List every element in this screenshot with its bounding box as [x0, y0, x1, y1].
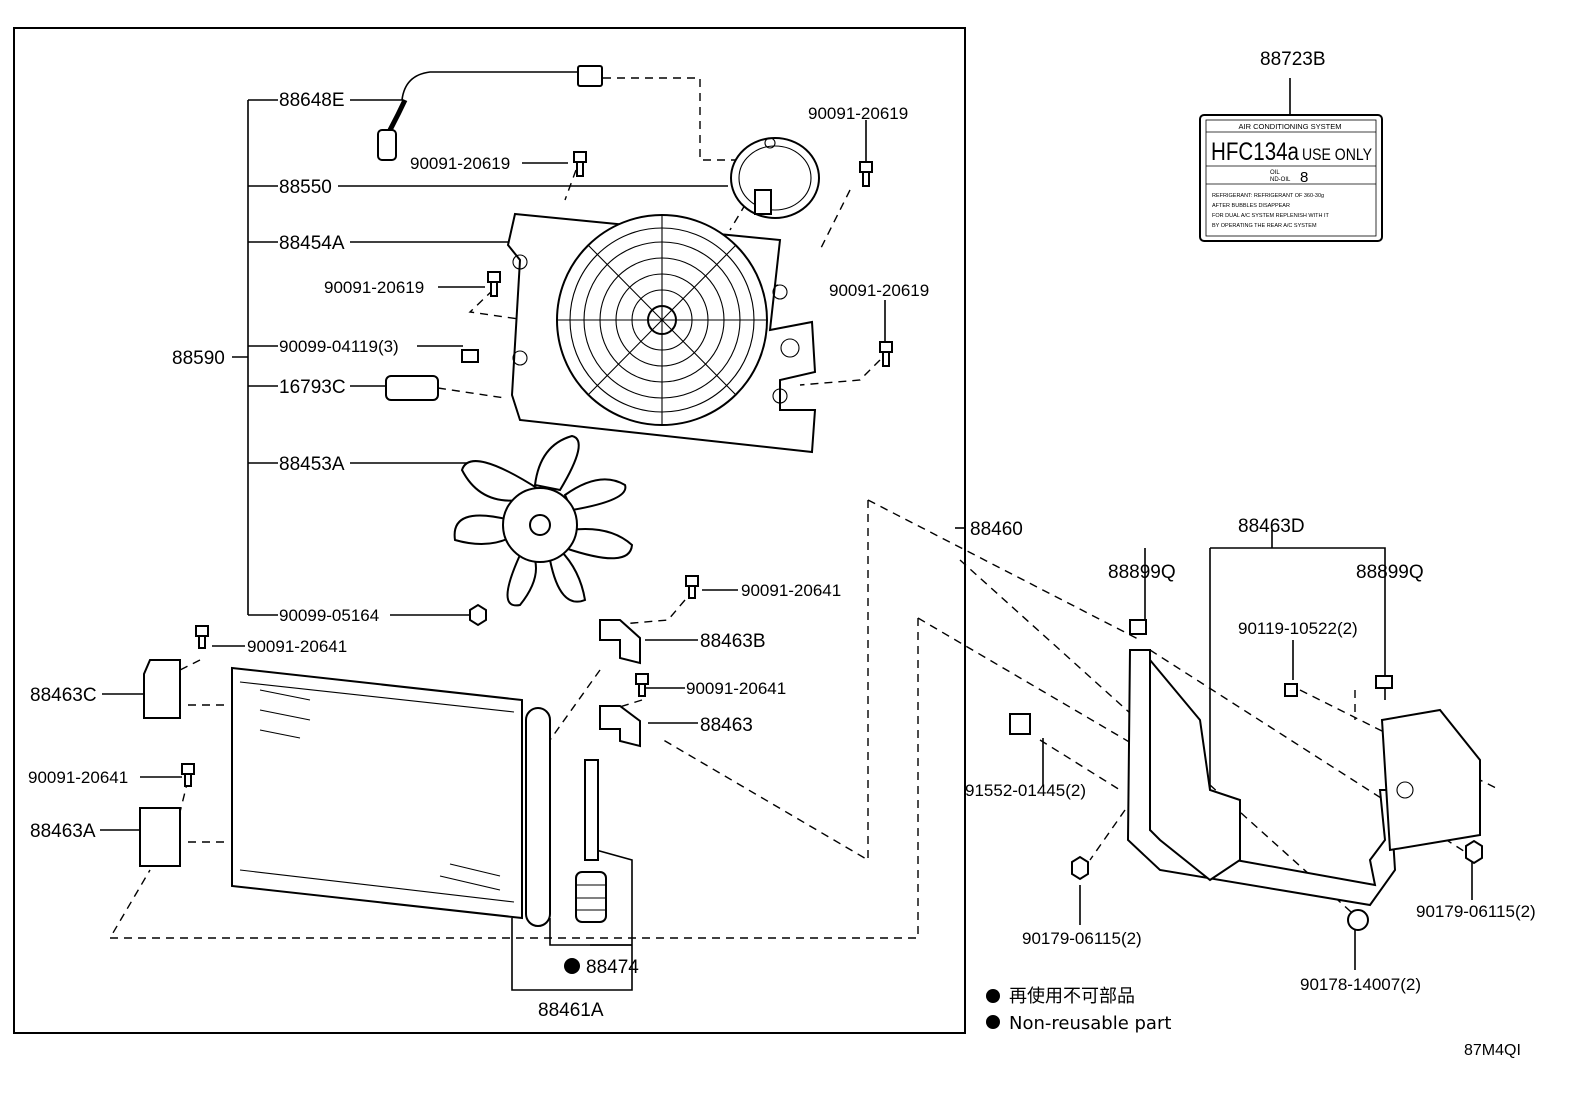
label-90099-05164: 90099-05164 [279, 606, 379, 625]
label-88590: 88590 [172, 348, 225, 369]
part-labels: 88648E 90091-20619 90091-20619 88550 884… [28, 49, 1536, 1021]
ac-label-nd-oil: ND-OIL [1270, 177, 1291, 183]
label-88463C: 88463C [30, 685, 97, 706]
label-16793C: 16793C [279, 377, 346, 398]
label-16793C [385, 375, 439, 401]
bolts [181, 151, 893, 787]
label-88899Q-a: 88899Q [1108, 562, 1176, 583]
fan-shroud-88454A [506, 212, 817, 454]
non-reusable-marker-88474 [564, 958, 580, 974]
label-88463D: 88463D [1238, 516, 1305, 537]
legend: 再使用不可部品 Non-reusable part [986, 986, 1171, 1034]
label-88460: 88460 [970, 519, 1023, 540]
label-90099-04119: 90099-04119(3) [279, 337, 399, 356]
legend-en: Non-reusable part [1009, 1013, 1171, 1034]
ac-label-text2: AFTER BUBBLES DISAPPEAR [1212, 203, 1290, 209]
legend-dot-en [986, 1015, 1000, 1029]
ac-label-use-only: USE ONLY [1302, 145, 1372, 164]
label-88463: 88463 [700, 715, 753, 736]
brackets [139, 619, 641, 867]
label-88550: 88550 [279, 177, 332, 198]
label-88899Q-b: 88899Q [1356, 562, 1424, 583]
diagram-code: 87M4QI [1464, 1042, 1521, 1059]
legend-dot-jp [986, 989, 1000, 1003]
label-90091-20641-a: 90091-20641 [741, 581, 841, 600]
ac-label-oil-number: 8 [1300, 169, 1308, 186]
label-88648E: 88648E [279, 90, 345, 111]
label-90091-20619-a: 90091-20619 [410, 154, 510, 173]
ac-label-oil: OIL [1270, 170, 1280, 176]
label-90091-20619-b: 90091-20619 [808, 104, 908, 123]
label-91552-01445: 91552-01445(2) [965, 781, 1086, 800]
label-90091-20619-d: 90091-20619 [829, 281, 929, 300]
bracket-88590 [232, 99, 278, 616]
label-88453A: 88453A [279, 454, 345, 475]
label-90119-10522: 90119-10522(2) [1238, 619, 1358, 638]
fan-motor-88550 [730, 137, 820, 219]
label-90091-20641-c: 90091-20641 [686, 679, 786, 698]
filter-88474 [575, 871, 607, 923]
label-88461A: 88461A [538, 1000, 604, 1021]
condenser-88461A [231, 666, 599, 927]
label-90179-06115-a: 90179-06115(2) [1022, 929, 1142, 948]
label-90091-20641-b: 90091-20641 [247, 637, 347, 656]
leader-lines [100, 71, 1473, 991]
label-88463B: 88463B [700, 631, 766, 652]
pipe-bracket-88463D [1009, 619, 1483, 931]
main-frame [13, 27, 966, 1034]
ac-label-header: AIR CONDITIONING SYSTEM [1239, 122, 1342, 131]
label-90091-20641-d: 90091-20641 [28, 768, 128, 787]
label-90179-06115-b: 90179-06115(2) [1416, 902, 1536, 921]
fan-blade-88453A [453, 434, 634, 607]
legend-jp: 再使用不可部品 [1009, 986, 1135, 1007]
label-88723B: 88723B [1260, 49, 1326, 70]
ac-caution-label-88723B: AIR CONDITIONING SYSTEM HFC134a USE ONLY… [1199, 114, 1383, 242]
label-88474: 88474 [586, 957, 639, 978]
label-90091-20619-c: 90091-20619 [324, 278, 424, 297]
ac-label-text3: FOR DUAL A/C SYSTEM REPLENISH WITH IT [1212, 213, 1329, 219]
ac-label-text1: REFRIGERANT: REFRIGERANT OF 360-30g [1212, 193, 1324, 199]
ac-label-main: HFC134a [1211, 138, 1299, 166]
label-88454A: 88454A [279, 233, 345, 254]
label-88463A: 88463A [30, 821, 96, 842]
ac-label-text4: BY OPERATING THE REAR A/C SYSTEM [1212, 223, 1317, 229]
wire-harness-88648E [377, 65, 603, 161]
label-90178-14007: 90178-14007(2) [1300, 975, 1421, 994]
